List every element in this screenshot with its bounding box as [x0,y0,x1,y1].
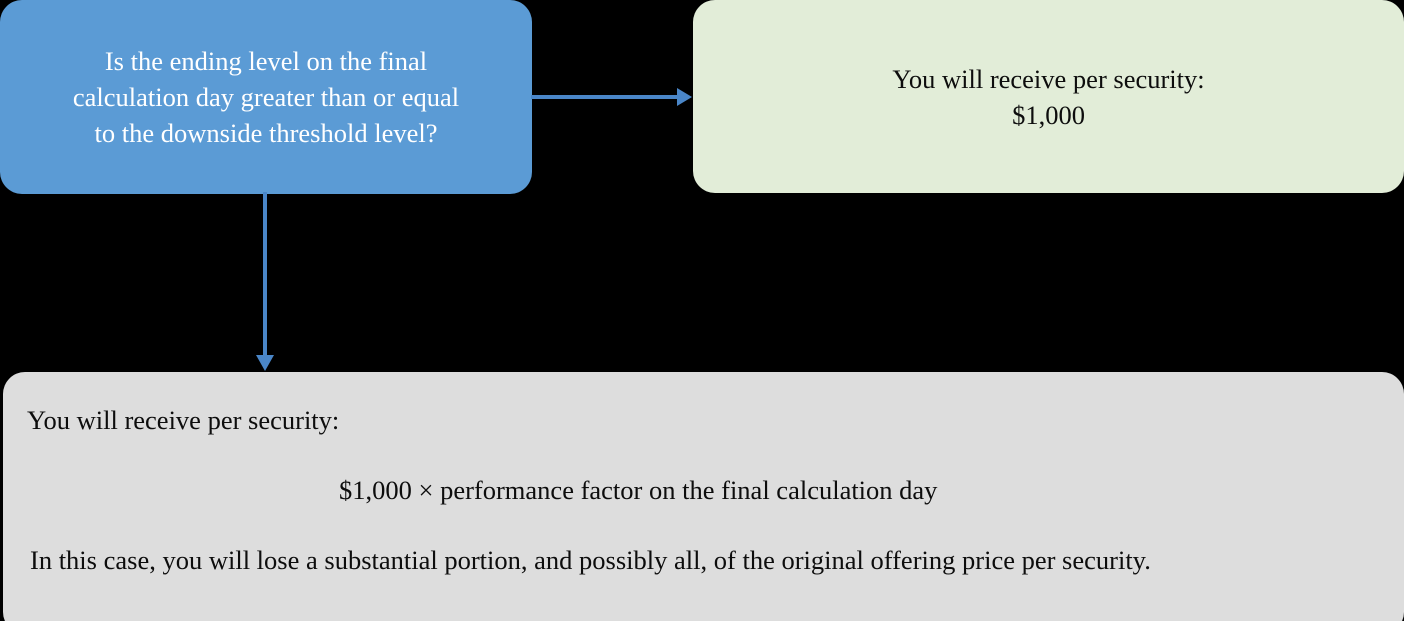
decision-node[interactable]: Is the ending level on the final calcula… [0,0,532,194]
downside-outcome-node[interactable]: You will receive per security: $1,000 × … [3,372,1404,621]
downside-outcome-formula: $1,000 × performance factor on the final… [339,475,938,505]
downside-outcome-warning: In this case, you will lose a substantia… [30,545,1151,575]
arrow-right-icon [531,88,692,106]
upside-outcome-label: You will receive per security: $1,000 [892,63,1205,130]
decision-node-label: Is the ending level on the final calcula… [72,46,460,148]
arrow-down-icon [256,192,274,371]
downside-outcome-intro: You will receive per security: [27,405,340,435]
upside-outcome-node[interactable]: You will receive per security: $1,000 [693,0,1404,193]
